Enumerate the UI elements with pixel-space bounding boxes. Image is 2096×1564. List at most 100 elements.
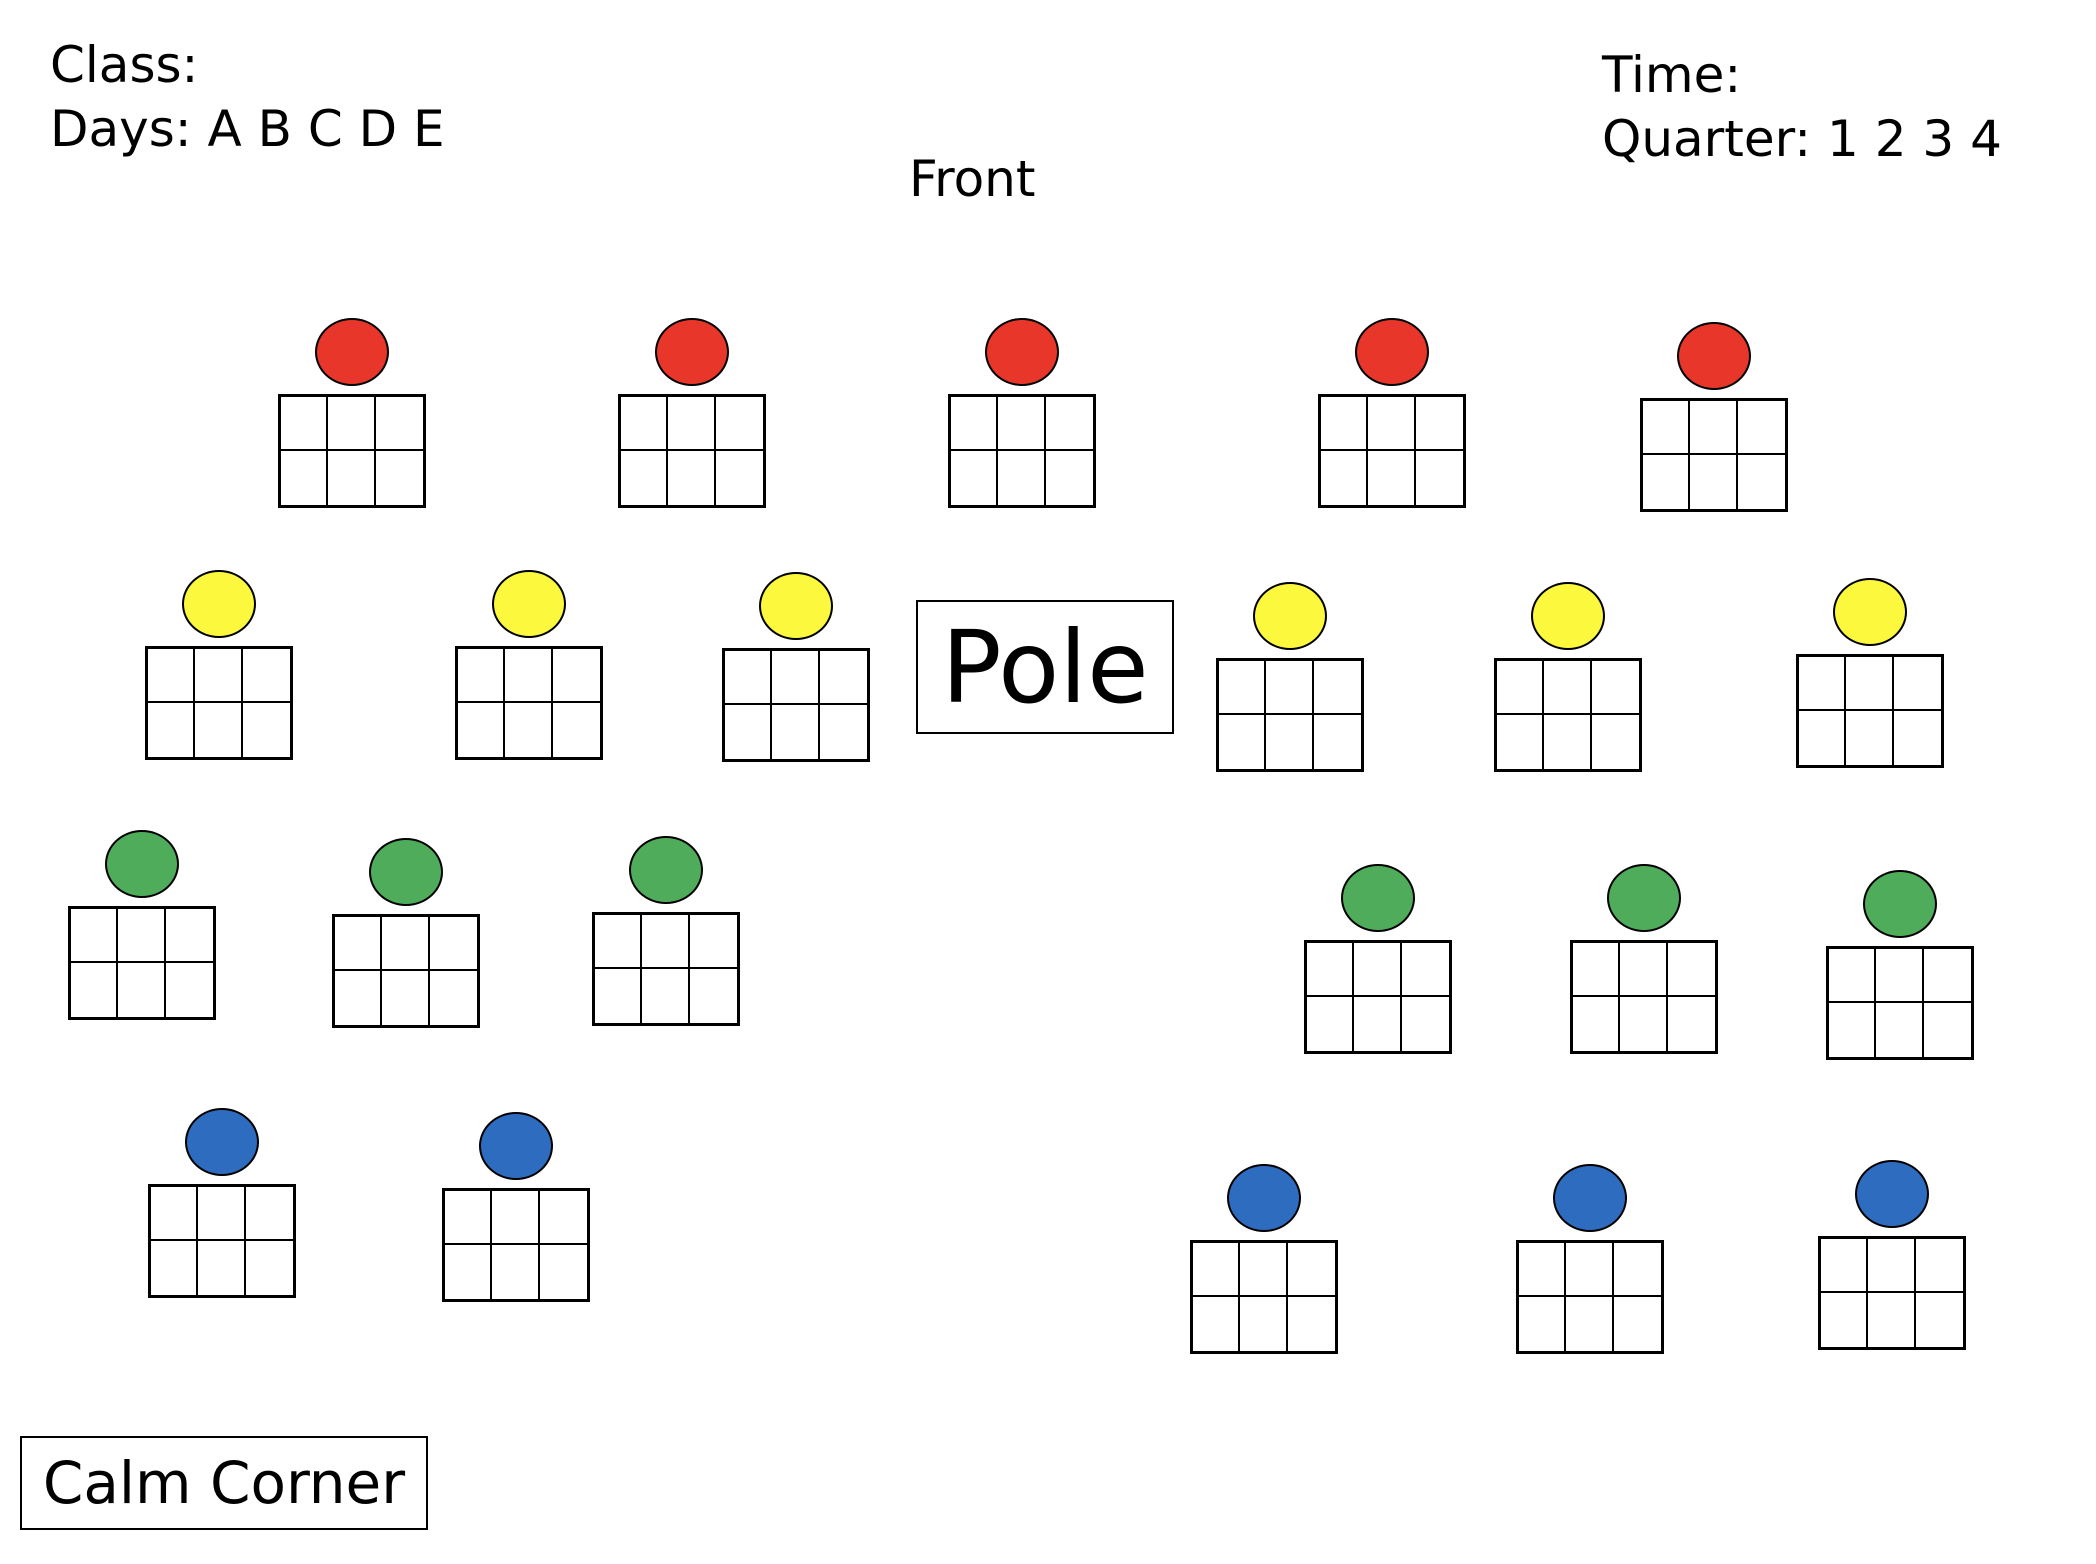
desk-cell	[1690, 455, 1738, 509]
yellow-dot	[182, 570, 256, 638]
desk-cell	[725, 651, 773, 705]
desk-seat	[722, 572, 872, 762]
desk-cell	[595, 915, 643, 969]
desk-cell	[540, 1245, 587, 1299]
desk-grid	[455, 646, 603, 760]
desk-seat	[1494, 582, 1644, 772]
desk-cell	[1690, 401, 1738, 455]
desk-cell	[1354, 997, 1402, 1051]
yellow-dot	[1833, 578, 1907, 646]
desk-cell	[1876, 1003, 1924, 1057]
desk-cell	[1916, 1293, 1963, 1347]
front-label: Front	[909, 150, 1036, 208]
desk-cell	[1799, 657, 1847, 711]
desk-cell	[1566, 1243, 1614, 1297]
days-label: Days: A B C D E	[50, 100, 445, 158]
desk-cell	[1923, 949, 1971, 1003]
desk-cell	[1643, 455, 1691, 509]
desk-seat	[455, 570, 605, 760]
desk-cell	[1915, 1239, 1963, 1293]
desk-cell	[1613, 1243, 1661, 1297]
desk-cell	[1894, 711, 1941, 765]
desk-grid	[1216, 658, 1364, 772]
desk-seat	[1318, 318, 1468, 508]
desk-cell	[642, 915, 690, 969]
desk-cell	[166, 963, 213, 1017]
desk-cell	[382, 971, 430, 1025]
desk-cell	[118, 909, 166, 963]
desk-cell	[148, 703, 196, 757]
desk-cell	[1402, 997, 1449, 1051]
green-dot	[105, 830, 179, 898]
calm-corner-box: Calm Corner	[20, 1436, 428, 1530]
green-dot	[369, 838, 443, 906]
green-dot	[1607, 864, 1681, 932]
desk-cell	[1829, 949, 1877, 1003]
quarter-label: Quarter: 1 2 3 4	[1602, 110, 2002, 168]
desk-seat	[145, 570, 295, 760]
desk-cell	[1415, 397, 1463, 451]
desk-cell	[1573, 943, 1621, 997]
desk-cell	[1354, 943, 1402, 997]
pole-box: Pole	[916, 600, 1174, 734]
desk-cell	[375, 397, 423, 451]
red-dot	[985, 318, 1059, 386]
desk-seat	[1304, 864, 1454, 1054]
desk-cell	[595, 969, 643, 1023]
desk-cell	[1868, 1293, 1916, 1347]
desk-cell	[1266, 715, 1314, 769]
desk-cell	[819, 651, 867, 705]
desk-cell	[1314, 715, 1361, 769]
desk-seat	[592, 836, 742, 1026]
desk-grid	[442, 1188, 590, 1302]
desk-cell	[772, 705, 820, 759]
desk-cell	[492, 1245, 540, 1299]
desk-cell	[1544, 715, 1592, 769]
desk-cell	[458, 703, 506, 757]
desk-cell	[1193, 1297, 1241, 1351]
green-dot	[1341, 864, 1415, 932]
desk-cell	[1737, 401, 1785, 455]
desk-seat	[1796, 578, 1946, 768]
desk-cell	[1924, 1003, 1971, 1057]
yellow-dot	[492, 570, 566, 638]
desk-seat	[948, 318, 1098, 508]
desk-cell	[1846, 711, 1894, 765]
desk-cell	[951, 397, 999, 451]
desk-cell	[445, 1245, 493, 1299]
red-dot	[1677, 322, 1751, 390]
desk-cell	[151, 1187, 199, 1241]
desk-cell	[335, 917, 383, 971]
desk-cell	[1620, 943, 1668, 997]
desk-cell	[1643, 401, 1691, 455]
desk-cell	[552, 649, 600, 703]
desk-cell	[195, 649, 243, 703]
desk-seat	[1826, 870, 1976, 1060]
desk-cell	[328, 451, 376, 505]
desk-cell	[1368, 397, 1416, 451]
desk-cell	[71, 909, 119, 963]
desk-cell	[725, 705, 773, 759]
desk-cell	[430, 971, 477, 1025]
blue-dot	[1227, 1164, 1301, 1232]
class-label: Class:	[50, 36, 199, 94]
desk-grid	[332, 914, 480, 1028]
desk-cell	[1592, 715, 1639, 769]
desk-cell	[998, 451, 1046, 505]
desk-cell	[382, 917, 430, 971]
red-dot	[655, 318, 729, 386]
desk-cell	[1614, 1297, 1661, 1351]
desk-cell	[246, 1241, 293, 1295]
desk-cell	[1321, 451, 1369, 505]
desk-cell	[621, 397, 669, 451]
desk-cell	[1846, 657, 1894, 711]
desk-cell	[1240, 1243, 1288, 1297]
desk-cell	[690, 969, 737, 1023]
desk-grid	[948, 394, 1096, 508]
desk-cell	[458, 649, 506, 703]
red-dot	[315, 318, 389, 386]
time-label: Time:	[1602, 46, 1742, 104]
desk-cell	[335, 971, 383, 1025]
desk-cell	[1799, 711, 1847, 765]
green-dot	[629, 836, 703, 904]
